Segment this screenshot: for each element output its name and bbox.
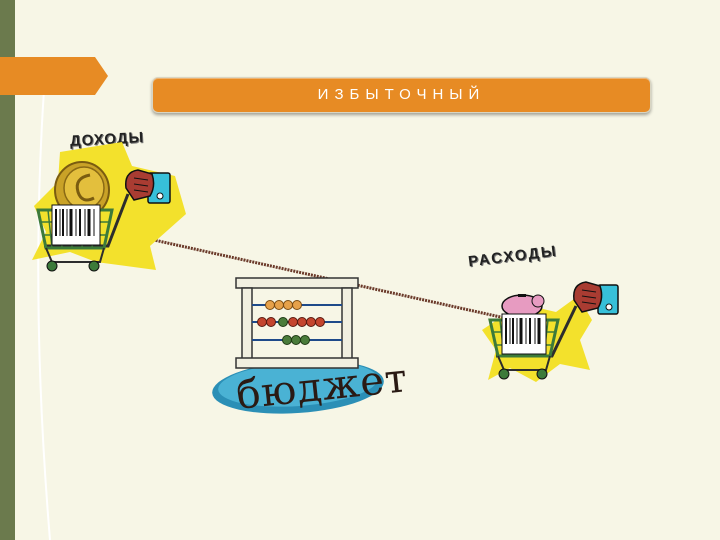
title-banner: ИЗБЫТОЧНЫЙ	[152, 77, 651, 113]
budget-base	[212, 360, 384, 414]
abacus-icon	[235, 277, 359, 369]
hand-card-icon-right	[573, 281, 619, 315]
orange-tab-arrow	[0, 57, 108, 95]
balance-beam	[99, 226, 506, 320]
barcode-icon	[51, 204, 101, 246]
coin-icon	[54, 161, 110, 219]
piggy-bank-icon	[501, 294, 545, 318]
barcode-icon-right	[501, 313, 547, 355]
income-cart-group	[32, 142, 186, 272]
hand-card-icon	[125, 169, 171, 204]
expense-cart-group	[482, 281, 619, 382]
abacus-beads	[265, 300, 302, 310]
sidebar-strip	[0, 0, 15, 540]
